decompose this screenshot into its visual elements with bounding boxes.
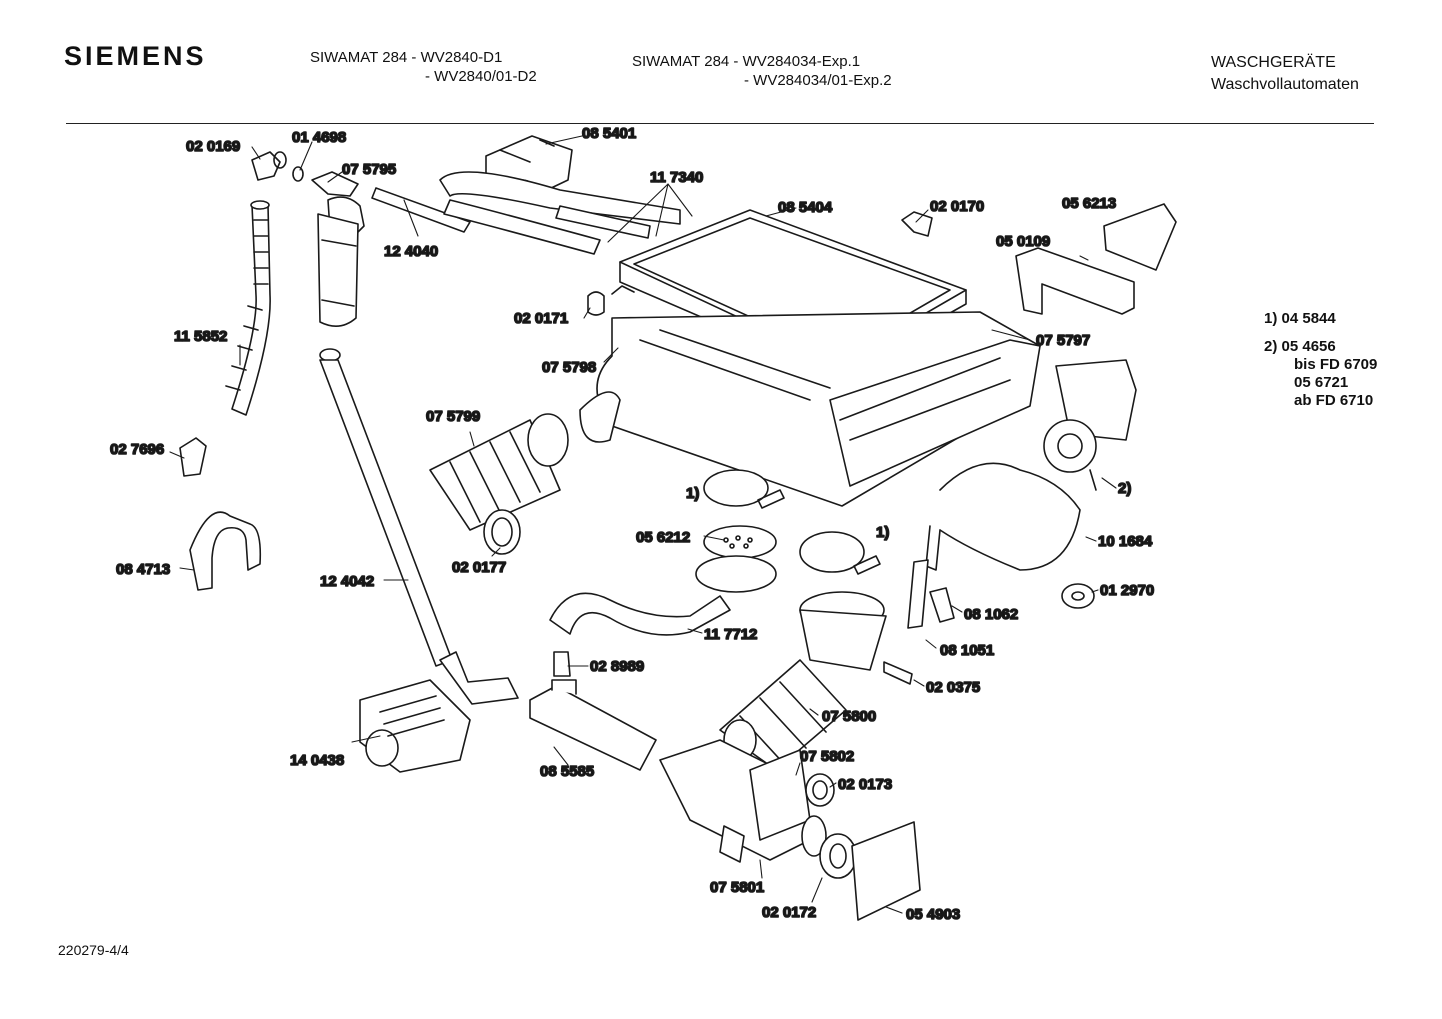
label-020177: 02 0177 — [452, 559, 506, 576]
label-footnote-2: 2) — [1118, 480, 1131, 497]
bracket-050109-drawing — [1015, 247, 1135, 315]
hose-clamp-b-drawing — [799, 531, 881, 575]
label-012970: 01 2970 — [1100, 582, 1154, 599]
drawer-tray-drawing — [579, 311, 1041, 507]
label-101684: 10 1684 — [1098, 533, 1153, 550]
seal-020173-drawing — [805, 773, 835, 807]
label-020171: 02 0171 — [514, 310, 568, 327]
label-050109: 05 0109 — [996, 233, 1050, 250]
label-075795: 07 5795 — [342, 161, 396, 178]
grommet-020171-drawing — [587, 291, 605, 316]
label-081062: 08 1062 — [964, 606, 1018, 623]
hose-117712-drawing — [549, 592, 731, 636]
ring-012970-drawing — [1061, 583, 1095, 609]
cover-056213-drawing — [1103, 203, 1177, 271]
label-075798: 07 5798 — [542, 359, 596, 376]
label-081051: 08 1051 — [940, 642, 994, 659]
label-124040: 12 4040 — [384, 243, 438, 260]
footnote-2-line2: bis FD 6709 — [1294, 356, 1378, 373]
label-020375: 02 0375 — [926, 679, 980, 696]
model-b-line1: SIWAMAT 284 - WV284034-Exp.1 — [632, 53, 861, 70]
category-title: WASCHGERÄTE — [1211, 54, 1336, 71]
label-020169: 02 0169 — [186, 138, 240, 155]
label-075802: 07 5802 — [800, 748, 854, 765]
model-block-b: SIWAMAT 284 - WV284034-Exp.1 - WV284034/… — [632, 52, 892, 90]
clamp-020375-drawing — [883, 661, 913, 685]
footnote-2-line1: 2) 05 4656 — [1264, 338, 1336, 355]
label-075801: 07 5801 — [710, 879, 764, 896]
label-027696: 02 7696 — [110, 441, 164, 458]
drawing-number: 220279-4/4 — [58, 942, 129, 958]
label-footnote-1b: 1) — [876, 524, 889, 541]
label-115852: 11 5852 — [174, 328, 227, 345]
label-footnote-1a: 1) — [686, 485, 699, 502]
model-b-line2: - WV284034/01-Exp.2 — [744, 72, 892, 89]
brand-logo: SIEMENS — [64, 41, 207, 71]
header-rule — [66, 123, 1374, 124]
hose-101684-drawing — [939, 462, 1081, 571]
label-075800: 07 5800 — [822, 708, 876, 725]
bellows-075799-drawing — [429, 413, 569, 531]
label-075799: 07 5799 — [426, 408, 480, 425]
leader-lines — [169, 135, 1117, 914]
service-flap-054903-drawing — [851, 821, 921, 921]
label-085404: 08 5404 — [778, 199, 833, 216]
sump-bellows-075800-drawing — [719, 591, 887, 771]
drain-pump-drawing — [359, 651, 519, 773]
part-labels: 02 0169 01 4698 07 5795 08 5401 11 7340 … — [109, 124, 1155, 924]
filter-cap-020172-drawing — [819, 833, 857, 879]
label-085585: 08 5585 — [540, 763, 594, 780]
inlet-canister-drawing — [311, 171, 365, 362]
model-a-line2: - WV2840/01-D2 — [425, 68, 537, 85]
sleeve-drawing — [179, 437, 207, 477]
label-124042: 12 4042 — [320, 573, 374, 590]
label-028989: 02 8989 — [590, 658, 644, 675]
label-054903: 05 4903 — [906, 906, 960, 923]
footnotes: 1) 04 5844 2) 05 4656 bis FD 6709 05 672… — [1264, 310, 1377, 410]
tube-081051-drawing — [907, 559, 929, 629]
tpipe-085585-drawing — [529, 685, 657, 771]
label-117340: 11 7340 — [650, 169, 703, 186]
label-075797: 07 5797 — [1036, 332, 1090, 349]
label-014698: 01 4698 — [292, 129, 346, 146]
label-084713: 08 4713 — [116, 561, 170, 578]
hose-124042-drawing — [319, 359, 453, 667]
filter-housing-drawing — [659, 739, 827, 863]
pressure-switch-drawing — [1043, 359, 1137, 491]
label-085401: 08 5401 — [582, 125, 636, 142]
label-056212: 05 6212 — [636, 529, 690, 546]
connector-028989-drawing — [553, 651, 571, 677]
ring-020177-drawing — [483, 509, 521, 555]
label-020170: 02 0170 — [930, 198, 984, 215]
hose-clamp-a-drawing — [703, 469, 785, 509]
hose-set-drawing — [439, 171, 681, 255]
label-117712: 11 7712 — [704, 626, 757, 643]
category-subtitle: Waschvollautomaten — [1211, 76, 1359, 93]
strainer-056212-drawing — [695, 525, 777, 593]
category-block: WASCHGERÄTE Waschvollautomaten — [1211, 52, 1359, 96]
label-140438: 14 0438 — [290, 752, 344, 769]
model-block-a: SIWAMAT 284 - WV2840-D1 - WV2840/01-D2 — [310, 48, 537, 86]
label-020172: 02 0172 — [762, 904, 816, 921]
elbow-fitting-drawing — [251, 151, 304, 182]
footnote-1: 1) 04 5844 — [1264, 310, 1336, 327]
corrugated-hose-drawing — [225, 200, 271, 416]
label-056213: 05 6213 — [1062, 195, 1116, 212]
hose-124040-drawing — [371, 187, 471, 233]
footnote-2-line4: ab FD 6710 — [1294, 392, 1374, 409]
footnote-2-line3: 05 6721 — [1294, 374, 1349, 391]
sleeve-081062-drawing — [929, 587, 955, 623]
model-a-line1: SIWAMAT 284 - WV2840-D1 — [310, 49, 503, 66]
hose-bracket-drawing — [189, 511, 262, 591]
label-020173: 02 0173 — [838, 776, 892, 793]
clip-020170-drawing — [901, 211, 933, 237]
